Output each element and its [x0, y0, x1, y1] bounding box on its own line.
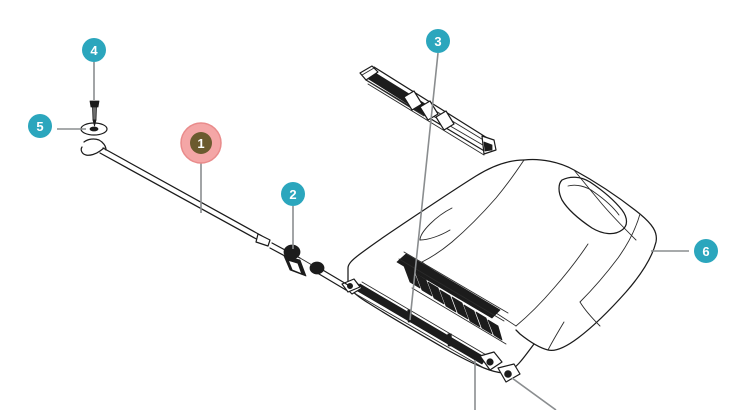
callout-marker-4[interactable]: 4: [82, 38, 106, 62]
part-screw[interactable]: [89, 100, 100, 127]
deck-left-pivot-ear: [341, 278, 361, 293]
callout-6-circle: [694, 239, 718, 263]
callout-marker-6[interactable]: 6: [694, 239, 718, 263]
leader-line-3: [409, 52, 439, 321]
callout-3-circle: [426, 29, 450, 53]
part-deck-housing[interactable]: [347, 158, 658, 374]
part-control-rod[interactable]: [80, 138, 349, 291]
cropped-leader-lines: [474, 360, 557, 410]
callout-5-circle: [28, 114, 52, 138]
callout-2-circle: [281, 182, 305, 206]
callout-1-inner: [190, 132, 212, 154]
callout-marker-1[interactable]: 1: [180, 122, 222, 164]
part-spring-clip[interactable]: [283, 244, 325, 277]
part-blade-bar[interactable]: [359, 65, 497, 156]
deck-blade-comb: [396, 251, 509, 345]
callout-marker-3[interactable]: 3: [426, 29, 450, 53]
callout-marker-5[interactable]: 5: [28, 114, 52, 138]
callout-marker-2[interactable]: 2: [281, 182, 305, 206]
callout-leaders: [57, 52, 689, 321]
callout-4-circle: [82, 38, 106, 62]
